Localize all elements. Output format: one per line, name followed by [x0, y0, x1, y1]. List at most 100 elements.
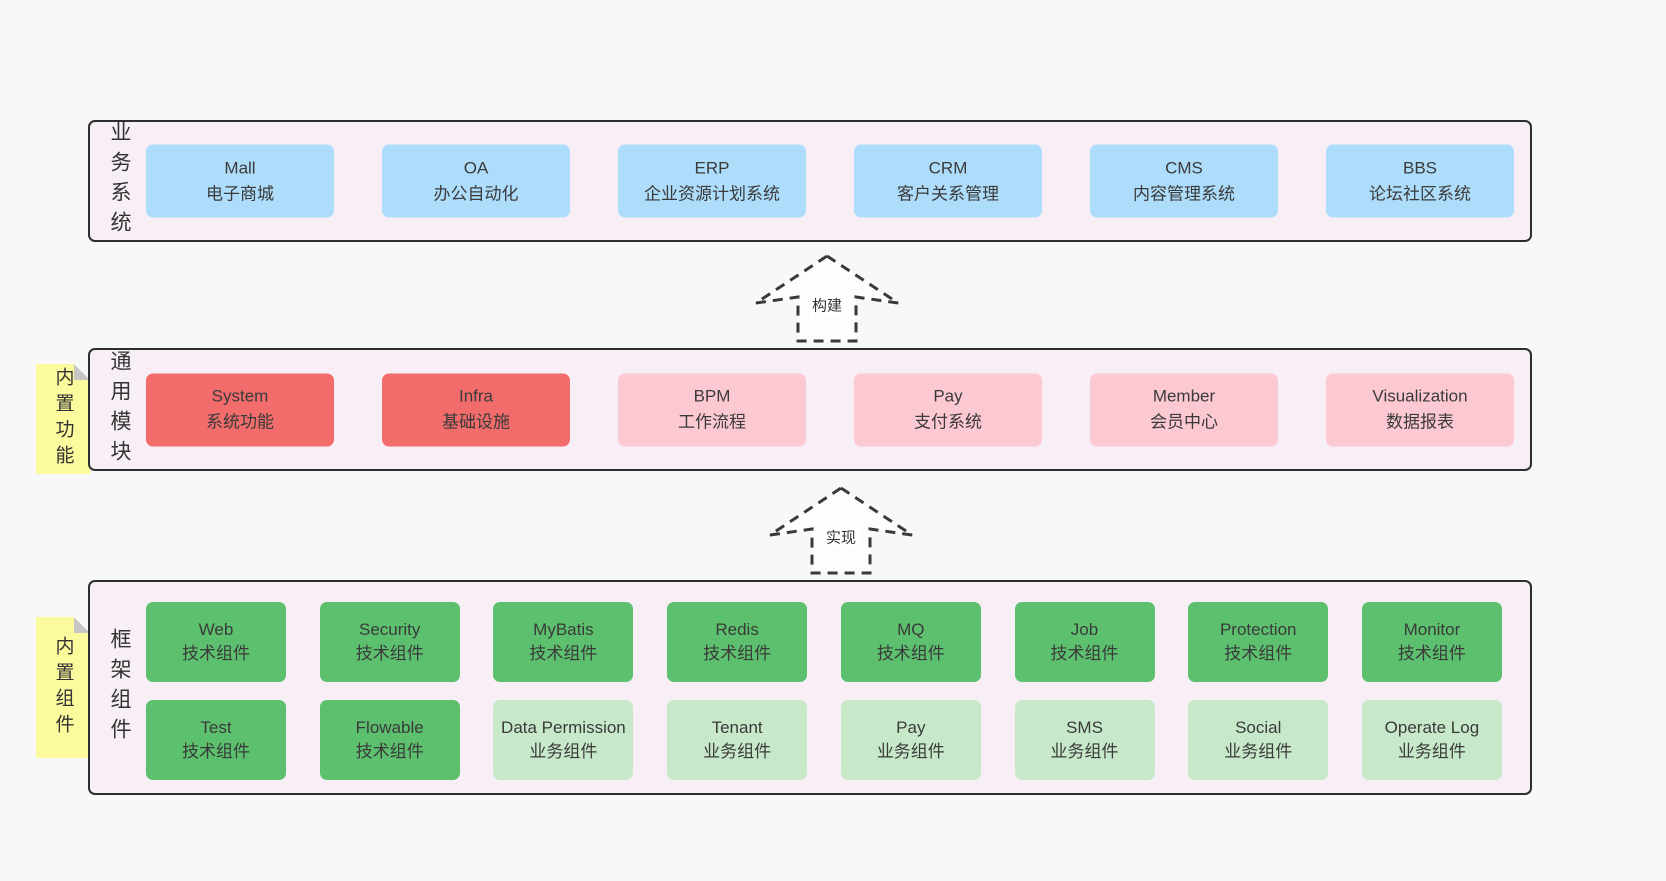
box-desc: 技术组件: [876, 644, 945, 663]
box-desc: 业务组件: [1397, 742, 1466, 761]
box-erp: ERP 企业资源计划系统: [618, 144, 806, 218]
sticky-tag-builtin-components: 内置组件: [36, 617, 90, 758]
sticky-tag-label: 内置组件: [52, 635, 74, 740]
box-desc: 工作流程: [678, 412, 746, 432]
section-label-business: 业务系统: [108, 121, 131, 241]
box-desc: 技术组件: [1397, 644, 1466, 663]
box-system: System 系统功能: [146, 373, 334, 446]
box-desc: 技术组件: [355, 644, 424, 663]
box-crm: CRM 客户关系管理: [854, 144, 1042, 218]
box-desc: 业务组件: [876, 742, 945, 761]
box-desc: 电子商城: [206, 184, 274, 203]
box-name: Flowable: [355, 718, 424, 737]
box-desc: 企业资源计划系统: [644, 184, 780, 203]
box-desc: 内容管理系统: [1133, 184, 1235, 203]
box-protection: Protection 技术组件: [1188, 602, 1329, 682]
section-label-components: 框架组件: [108, 627, 131, 748]
box-desc: 数据报表: [1386, 412, 1454, 432]
box-name: BPM: [693, 386, 731, 406]
component-box-row-1: Web 技术组件 Security 技术组件 MyBatis 技术组件 Redi…: [146, 602, 1502, 682]
box-tenant: Tenant 业务组件: [667, 700, 808, 780]
box-data-permission: Data Permission 业务组件: [493, 700, 634, 780]
box-pay-biz: Pay 业务组件: [840, 700, 981, 780]
box-desc: 会员中心: [1150, 412, 1218, 432]
box-name: SMS: [1066, 718, 1103, 737]
box-name: BBS: [1402, 158, 1438, 177]
box-desc: 技术组件: [703, 644, 772, 663]
box-name: Visualization: [1372, 386, 1468, 406]
box-desc: 基础设施: [442, 412, 510, 432]
box-name: Redis: [715, 620, 759, 639]
box-mq: MQ 技术组件: [840, 602, 981, 682]
box-desc: 论坛社区系统: [1369, 184, 1471, 203]
box-name: Data Permission: [501, 718, 626, 737]
box-name: System: [211, 386, 269, 406]
box-desc: 办公自动化: [433, 184, 519, 203]
box-oa: OA 办公自动化: [382, 144, 570, 218]
box-pay: Pay 支付系统: [854, 373, 1042, 446]
box-bpm: BPM 工作流程: [618, 373, 806, 446]
box-desc: 业务组件: [1050, 742, 1119, 761]
box-web: Web 技术组件: [146, 602, 286, 682]
box-mybatis: MyBatis 技术组件: [493, 602, 634, 682]
box-desc: 技术组件: [182, 742, 250, 761]
box-name: Monitor: [1403, 620, 1461, 639]
box-name: CMS: [1165, 158, 1203, 177]
box-desc: 业务组件: [703, 742, 772, 761]
box-security: Security 技术组件: [319, 602, 460, 682]
box-cms: CMS 内容管理系统: [1090, 144, 1278, 218]
box-name: OA: [463, 158, 489, 177]
box-name: MQ: [897, 620, 925, 639]
box-flowable: Flowable 技术组件: [319, 700, 460, 780]
box-name: Mall: [224, 158, 256, 177]
box-social: Social 业务组件: [1188, 700, 1329, 780]
box-monitor: Monitor 技术组件: [1361, 602, 1502, 682]
box-infra: Infra 基础设施: [382, 373, 570, 446]
box-name: Web: [198, 620, 234, 639]
box-name: Job: [1070, 620, 1099, 639]
box-name: Pay: [896, 718, 926, 737]
box-desc: 技术组件: [182, 644, 250, 663]
box-name: Pay: [933, 386, 963, 406]
box-test: Test 技术组件: [146, 700, 286, 780]
box-desc: 系统功能: [206, 412, 274, 432]
box-desc: 技术组件: [529, 644, 598, 663]
box-redis: Redis 技术组件: [667, 602, 808, 682]
box-desc: 业务组件: [1224, 742, 1293, 761]
box-name: Operate Log: [1384, 718, 1480, 737]
box-name: MyBatis: [533, 620, 594, 639]
box-name: ERP: [694, 158, 730, 177]
box-desc: 技术组件: [1224, 644, 1293, 663]
box-bbs: BBS 论坛社区系统: [1326, 144, 1514, 218]
box-member: Member 会员中心: [1090, 373, 1278, 446]
box-name: Infra: [458, 386, 494, 406]
section-business-systems: 业务系统 Mall 电子商城 OA 办公自动化 ERP 企业资源计划系统 CRM…: [88, 120, 1532, 242]
box-job: Job 技术组件: [1014, 602, 1155, 682]
box-desc: 支付系统: [914, 412, 982, 432]
box-name: Test: [200, 718, 232, 737]
component-box-row-2: Test 技术组件 Flowable 技术组件 Data Permission …: [146, 700, 1502, 780]
box-desc: 业务组件: [529, 742, 598, 761]
box-name: CRM: [928, 158, 968, 177]
box-name: Member: [1152, 386, 1216, 406]
module-box-row: System 系统功能 Infra 基础设施 BPM 工作流程 Pay 支付系统…: [146, 373, 1514, 446]
box-sms: SMS 业务组件: [1014, 700, 1155, 780]
section-framework-components: 框架组件 Web 技术组件 Security 技术组件 MyBatis 技术组件…: [88, 580, 1532, 795]
box-name: Protection: [1219, 620, 1297, 639]
box-desc: 技术组件: [355, 742, 424, 761]
box-visualization: Visualization 数据报表: [1326, 373, 1514, 446]
section-label-modules: 通用模块: [108, 349, 131, 470]
arrow-implement: 实现: [766, 485, 916, 577]
arrow-label-implement: 实现: [822, 525, 860, 549]
box-name: Social: [1235, 718, 1282, 737]
arrow-build: 构建: [752, 253, 902, 345]
box-desc: 技术组件: [1050, 644, 1119, 663]
arrow-label-build: 构建: [808, 293, 846, 317]
box-operate-log: Operate Log 业务组件: [1361, 700, 1502, 780]
box-name: Tenant: [711, 718, 763, 737]
business-box-row: Mall 电子商城 OA 办公自动化 ERP 企业资源计划系统 CRM 客户关系…: [146, 144, 1514, 218]
sticky-tag-label: 内置功能: [52, 367, 74, 471]
sticky-tag-builtin-features: 内置功能: [36, 364, 90, 474]
section-common-modules: 通用模块 System 系统功能 Infra 基础设施 BPM 工作流程 Pay…: [88, 348, 1532, 471]
